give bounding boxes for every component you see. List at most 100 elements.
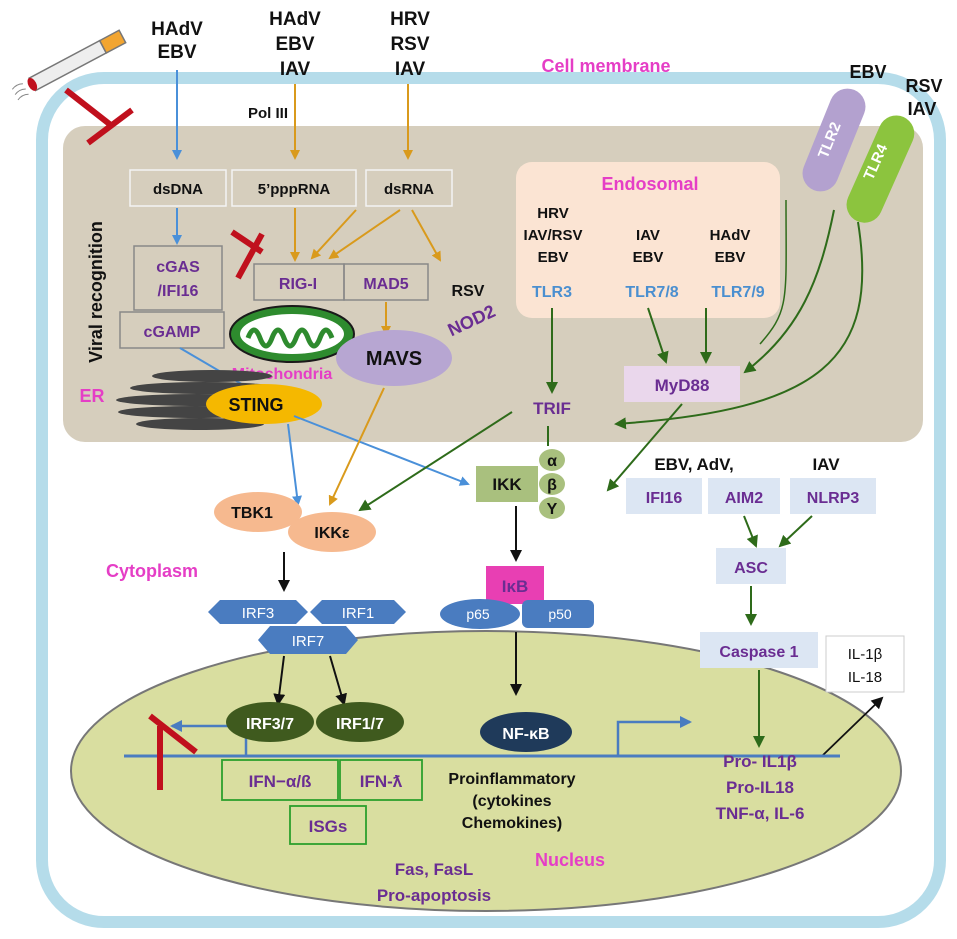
tnf-il6-label: TNF-α, IL-6 [716, 804, 805, 823]
endosomal-label: Endosomal [601, 174, 698, 194]
ifi16-box [626, 478, 702, 514]
isgs-label: ISGs [309, 817, 348, 836]
virus-label-ebv-1: EBV [157, 42, 196, 63]
ikk-box [476, 466, 538, 502]
dsrna-label: dsRNA [384, 181, 434, 198]
irf7-label: IRF7 [292, 633, 325, 650]
cgas-label: cGAS [156, 259, 200, 276]
p50-node [522, 600, 594, 628]
ifn-ab-box [221, 759, 339, 801]
asc-box [716, 548, 786, 584]
ikk-gamma-label: Y [547, 501, 558, 518]
dsdna-label: dsDNA [153, 181, 203, 198]
aim2-box [708, 478, 780, 514]
nlrp3-label: NLRP3 [807, 490, 860, 507]
er-label: ER [79, 386, 104, 406]
tlr7-8-label: TLR7/8 [625, 284, 678, 301]
rsv-nod2-label: RSV [452, 283, 485, 300]
p65-node [440, 599, 520, 629]
cytokines-label: (cytokines [472, 793, 551, 810]
ifi16-label: IFI16 [646, 490, 683, 507]
virus-label-iav-3: IAV [395, 59, 426, 80]
nfkb-label: NF-κB [502, 726, 549, 743]
irf3-7-node [226, 702, 314, 742]
irf1-7-label: IRF1/7 [336, 716, 384, 733]
virus-label-hadv-1: HAdV [151, 19, 203, 40]
nlrp3-box [790, 478, 876, 514]
chemokines-label: Chemokines) [462, 815, 562, 832]
ikb-label: IκB [502, 577, 528, 596]
pro-il1b-label: Pro- IL1β [723, 752, 797, 771]
tlr7-9-label: TLR7/9 [711, 284, 764, 301]
virus-label-hrv: HRV [390, 9, 430, 30]
mavs-label: MAVS [366, 348, 422, 370]
irf1-7-node [316, 702, 404, 742]
il-output-box [825, 635, 905, 693]
irf3-label: IRF3 [242, 605, 275, 622]
cgamp-label: cGAMP [144, 324, 201, 341]
mad5-label: MAD5 [363, 276, 408, 293]
iav-tlr4-label: IAV [908, 99, 937, 119]
caspase1-label: Caspase 1 [719, 644, 798, 661]
virus-label-ebv-2: EBV [275, 34, 314, 55]
irf3-7-label: IRF3/7 [246, 716, 294, 733]
p65-label: p65 [466, 606, 490, 622]
ikb-box [486, 566, 544, 604]
mad5-box [343, 263, 429, 301]
sting-node [206, 384, 322, 424]
p50-label: p50 [548, 606, 572, 622]
ikke-label: IKKε [314, 525, 350, 542]
tlr3-label: TLR3 [532, 284, 572, 301]
irf3-node [208, 600, 308, 624]
virus-label-rsv: RSV [390, 34, 429, 55]
nfkb-node [480, 712, 572, 752]
irf1-label: IRF1 [342, 605, 375, 622]
pro-il18-label: Pro-IL18 [726, 778, 794, 797]
dsrna-box [365, 169, 453, 207]
sting-label: STING [228, 395, 283, 415]
ifi16-label-a: /IFI16 [158, 283, 199, 300]
cell-membrane-label: Cell membrane [541, 56, 670, 76]
fas-label: Fas, FasL [395, 860, 473, 879]
smoke-inhibition-icon [64, 87, 134, 146]
ifn-inhibition-icon [148, 713, 198, 790]
myd88-label: MyD88 [655, 376, 710, 395]
tlr2-receptor [802, 88, 866, 192]
ikke-node [288, 512, 376, 552]
ifn-lambda-label: IFN-ƛ [360, 772, 403, 791]
il1b-label: IL-1β [848, 646, 883, 663]
isgs-box [289, 805, 367, 845]
mitochondria-icon [229, 305, 355, 363]
nucleus-label: Nucleus [535, 850, 605, 870]
ikk-alpha [539, 449, 565, 471]
pro-apoptosis-label: Pro-apoptosis [377, 886, 491, 905]
tbk1-label: TBK1 [231, 505, 273, 522]
5ppprna-label: 5’pppRNA [258, 181, 331, 198]
trif-label: TRIF [533, 399, 571, 418]
ikk-beta-label: β [547, 477, 557, 494]
cigarette-icon [11, 29, 127, 101]
rig-i-inhibition-icon [230, 229, 265, 280]
il18-label: IL-18 [848, 669, 882, 686]
caspase1-box [700, 632, 818, 668]
ikk-beta [539, 473, 565, 495]
endo-virus-ebv-1: EBV [538, 249, 569, 266]
endo-virus-hrv: HRV [537, 205, 568, 222]
cytoplasm-label: Cytoplasm [106, 561, 198, 581]
ikk-gamma [539, 497, 565, 519]
endo-virus-hadv: HAdV [710, 227, 751, 244]
ikk-label: IKK [492, 475, 522, 494]
dsdna-box [129, 169, 227, 207]
cgas-box [133, 245, 223, 311]
tbk1-node [214, 492, 302, 532]
ifn-ab-label: IFN−α/ß [249, 772, 312, 791]
irf1-node [310, 600, 406, 624]
endosomal-compartment [516, 162, 780, 318]
5ppprna-box [231, 169, 357, 207]
tlr4-receptor [846, 115, 915, 223]
pol-iii-label: Pol III [248, 105, 288, 122]
virus-label-hadv-2: HAdV [269, 9, 321, 30]
ifn-lambda-box [339, 759, 423, 801]
virus-label-iav-2: IAV [280, 59, 311, 80]
